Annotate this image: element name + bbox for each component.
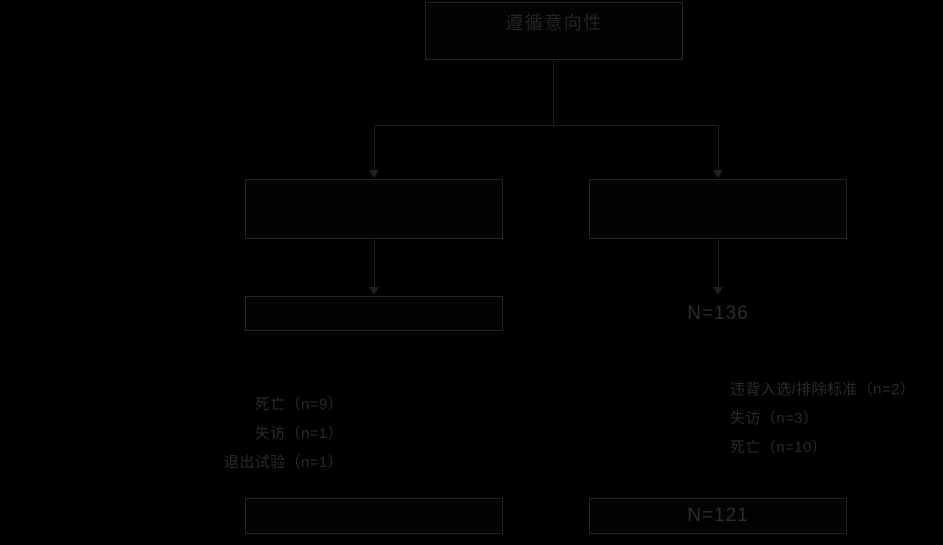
connector-right-drop [718,125,719,171]
annotation-right-attrition: 违背入选/排除标准（n=2） 失访（n=3） 死亡（n=10） [730,375,943,462]
node-enrollment-title-label: 遵循意向性 [505,13,603,33]
node-level3-left [245,296,503,331]
arrowhead-left-l3 [369,287,379,295]
connector-title-stem [553,60,554,126]
annotation-right-line-3: 死亡（n=10） [730,439,827,456]
node-level4-right: N=121 [589,498,847,534]
annotation-right-line-1: 违背入选/排除标准（n=2） [730,381,916,398]
connector-left-drop [374,125,375,171]
node-level4-left [245,498,503,534]
node-level3-right: N=136 [589,296,847,331]
annotation-left-line-3: 退出试验（n=1） [223,454,343,471]
annotation-left-line-2: 失访（n=1） [254,425,343,442]
node-level2-right [589,179,847,239]
node-level3-right-label: N=136 [687,302,749,324]
annotation-right-line-2: 失访（n=3） [730,410,819,427]
node-level4-right-label: N=121 [687,505,749,527]
connector-left-l2-l3 [374,239,375,288]
node-level2-left [245,179,503,239]
arrowhead-right-branch [713,170,723,178]
connector-split-bar [374,125,719,126]
annotation-left-attrition: 死亡（n=9） 失访（n=1） 退出试验（n=1） [143,390,343,477]
annotation-left-line-1: 死亡（n=9） [254,396,343,413]
node-enrollment-title: 遵循意向性 [425,2,683,60]
arrowhead-right-l3 [713,287,723,295]
arrowhead-left-branch [369,170,379,178]
connector-right-l2-l3 [718,239,719,288]
